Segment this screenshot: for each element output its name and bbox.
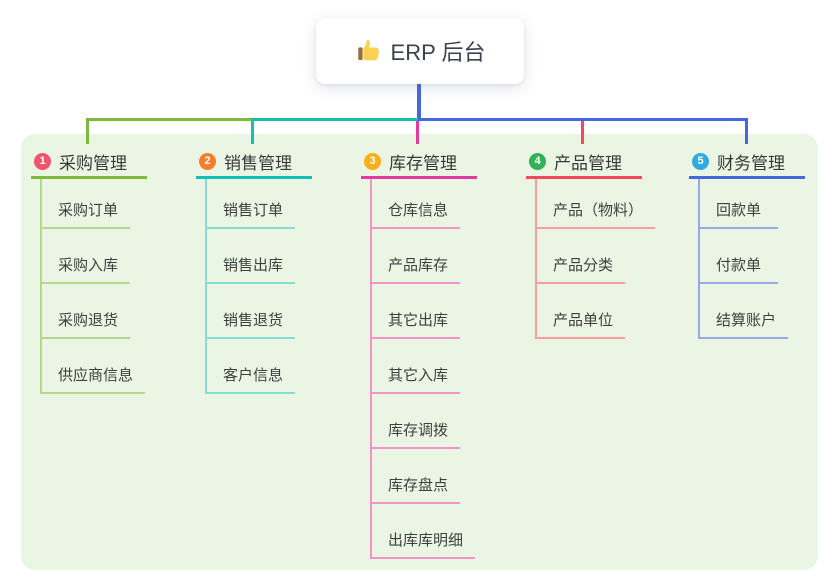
drop-line-sales	[251, 118, 254, 144]
node-item[interactable]: 销售订单	[207, 179, 296, 229]
branch-title: 库存管理	[389, 154, 457, 173]
node-item[interactable]: 采购订单	[42, 179, 131, 229]
root-node[interactable]: ERP 后台	[316, 18, 524, 84]
branch-title: 产品管理	[554, 154, 622, 173]
connector-blue-line	[418, 118, 748, 121]
node-item[interactable]: 库存调拨	[372, 394, 461, 449]
drop-line-purchase	[86, 118, 89, 144]
branch-product: 4 产品管理 产品（物料） 产品分类 产品单位	[526, 147, 656, 339]
node-item[interactable]: 客户信息	[207, 339, 296, 394]
node-item[interactable]: 供应商信息	[42, 339, 146, 394]
node-item[interactable]: 库存盘点	[372, 449, 461, 504]
node-item[interactable]: 产品（物料）	[537, 179, 656, 229]
branch-title: 采购管理	[59, 154, 127, 173]
node-item[interactable]: 付款单	[700, 229, 778, 284]
branch-number-badge: 2	[199, 153, 216, 170]
branch-purchase-label[interactable]: 1 采购管理	[31, 147, 147, 179]
connector-teal-line	[253, 118, 418, 121]
node-item[interactable]: 结算账户	[700, 284, 789, 339]
branch-product-items: 产品（物料） 产品分类 产品单位	[535, 179, 656, 339]
branch-inventory: 3 库存管理 仓库信息 产品库存 其它出库 其它入库 库存调拨 库存盘点 出库库…	[361, 147, 477, 559]
branch-number-badge: 1	[34, 153, 51, 170]
branch-inventory-label[interactable]: 3 库存管理	[361, 147, 477, 179]
branch-number-badge: 5	[692, 153, 709, 170]
branch-sales-items: 销售订单 销售出库 销售退货 客户信息	[205, 179, 296, 394]
node-item[interactable]: 采购入库	[42, 229, 131, 284]
root-title: ERP 后台	[390, 40, 486, 65]
branch-sales: 2 销售管理 销售订单 销售出库 销售退货 客户信息	[196, 147, 312, 394]
node-item[interactable]: 产品库存	[372, 229, 461, 284]
branch-title: 销售管理	[224, 154, 292, 173]
branch-sales-label[interactable]: 2 销售管理	[196, 147, 312, 179]
trunk-vertical-line	[417, 84, 421, 120]
branch-number-badge: 4	[529, 153, 546, 170]
branch-finance-items: 回款单 付款单 结算账户	[698, 179, 789, 339]
node-item[interactable]: 其它出库	[372, 284, 461, 339]
thumbs-up-icon	[355, 38, 381, 64]
drop-line-product	[581, 121, 584, 144]
branch-purchase: 1 采购管理 采购订单 采购入库 采购退货 供应商信息	[31, 147, 147, 394]
branch-product-label[interactable]: 4 产品管理	[526, 147, 642, 179]
node-item[interactable]: 出库库明细	[372, 504, 476, 559]
node-item[interactable]: 销售出库	[207, 229, 296, 284]
branch-finance: 5 财务管理 回款单 付款单 结算账户	[689, 147, 805, 339]
node-item[interactable]: 产品单位	[537, 284, 626, 339]
node-item[interactable]: 销售退货	[207, 284, 296, 339]
node-item[interactable]: 仓库信息	[372, 179, 461, 229]
branch-finance-label[interactable]: 5 财务管理	[689, 147, 805, 179]
branch-number-badge: 3	[364, 153, 381, 170]
drop-line-inventory	[416, 121, 419, 144]
branch-title: 财务管理	[717, 154, 785, 173]
branch-purchase-items: 采购订单 采购入库 采购退货 供应商信息	[40, 179, 146, 394]
branches-panel	[21, 134, 818, 570]
drop-line-finance	[745, 118, 748, 144]
node-item[interactable]: 其它入库	[372, 339, 461, 394]
branch-inventory-items: 仓库信息 产品库存 其它出库 其它入库 库存调拨 库存盘点 出库库明细	[370, 179, 476, 559]
node-item[interactable]: 回款单	[700, 179, 778, 229]
node-item[interactable]: 采购退货	[42, 284, 131, 339]
node-item[interactable]: 产品分类	[537, 229, 626, 284]
connector-green-line	[86, 118, 253, 121]
